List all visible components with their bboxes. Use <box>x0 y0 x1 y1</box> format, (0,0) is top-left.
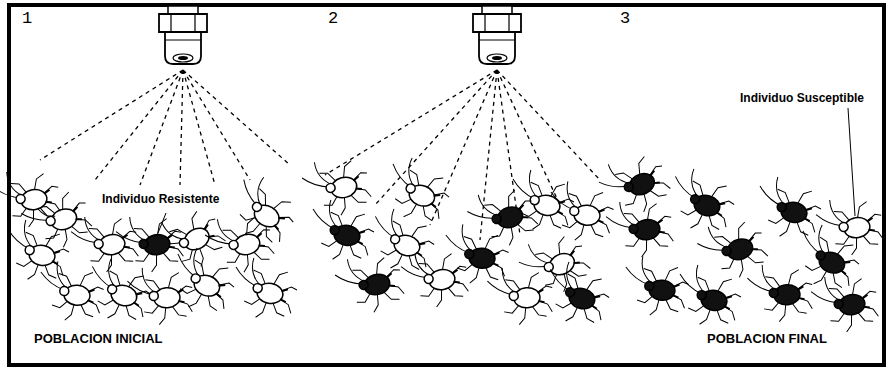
callout-label: Individuo Susceptible <box>738 92 866 106</box>
mite <box>363 205 440 278</box>
resistant-mite <box>693 210 773 286</box>
mite <box>162 243 242 319</box>
mite <box>299 150 376 223</box>
mite <box>547 180 616 243</box>
resistant-mite <box>746 261 815 324</box>
population-caption: POBLACION FINAL <box>707 332 827 347</box>
mite <box>0 164 64 232</box>
resistant-mite <box>594 144 677 224</box>
resistant-mite <box>752 174 825 242</box>
mite <box>37 260 106 323</box>
mite <box>486 264 555 327</box>
resistant-mite <box>332 247 409 320</box>
resistant-mite <box>604 194 677 262</box>
mite-population <box>0 144 887 337</box>
frame <box>9 5 884 365</box>
panel-number: 3 <box>620 9 630 29</box>
callout-label: Individuo Resistente <box>100 193 221 207</box>
spray-nozzle <box>473 6 521 64</box>
resistant-mite <box>442 223 511 286</box>
resistant-mite <box>305 197 378 265</box>
resistant-mite <box>114 209 187 277</box>
mite <box>221 169 305 251</box>
mite <box>126 264 195 327</box>
resistant-mite <box>672 262 745 330</box>
panel-number: 2 <box>328 9 338 29</box>
resistant-mite <box>622 255 691 318</box>
population-caption: POBLACION INICIAL <box>34 332 163 347</box>
resistant-mite <box>463 178 543 254</box>
resistant-mite <box>809 269 882 337</box>
spray-nozzle <box>159 6 207 64</box>
mite <box>377 153 457 229</box>
mite <box>69 209 142 277</box>
susceptible-mite <box>814 192 887 260</box>
mite <box>228 255 301 323</box>
resistant-mite <box>538 258 615 331</box>
panel-number: 1 <box>22 9 32 29</box>
leader-lines <box>158 108 855 233</box>
mite <box>80 255 157 328</box>
resistant-mite <box>663 165 740 238</box>
